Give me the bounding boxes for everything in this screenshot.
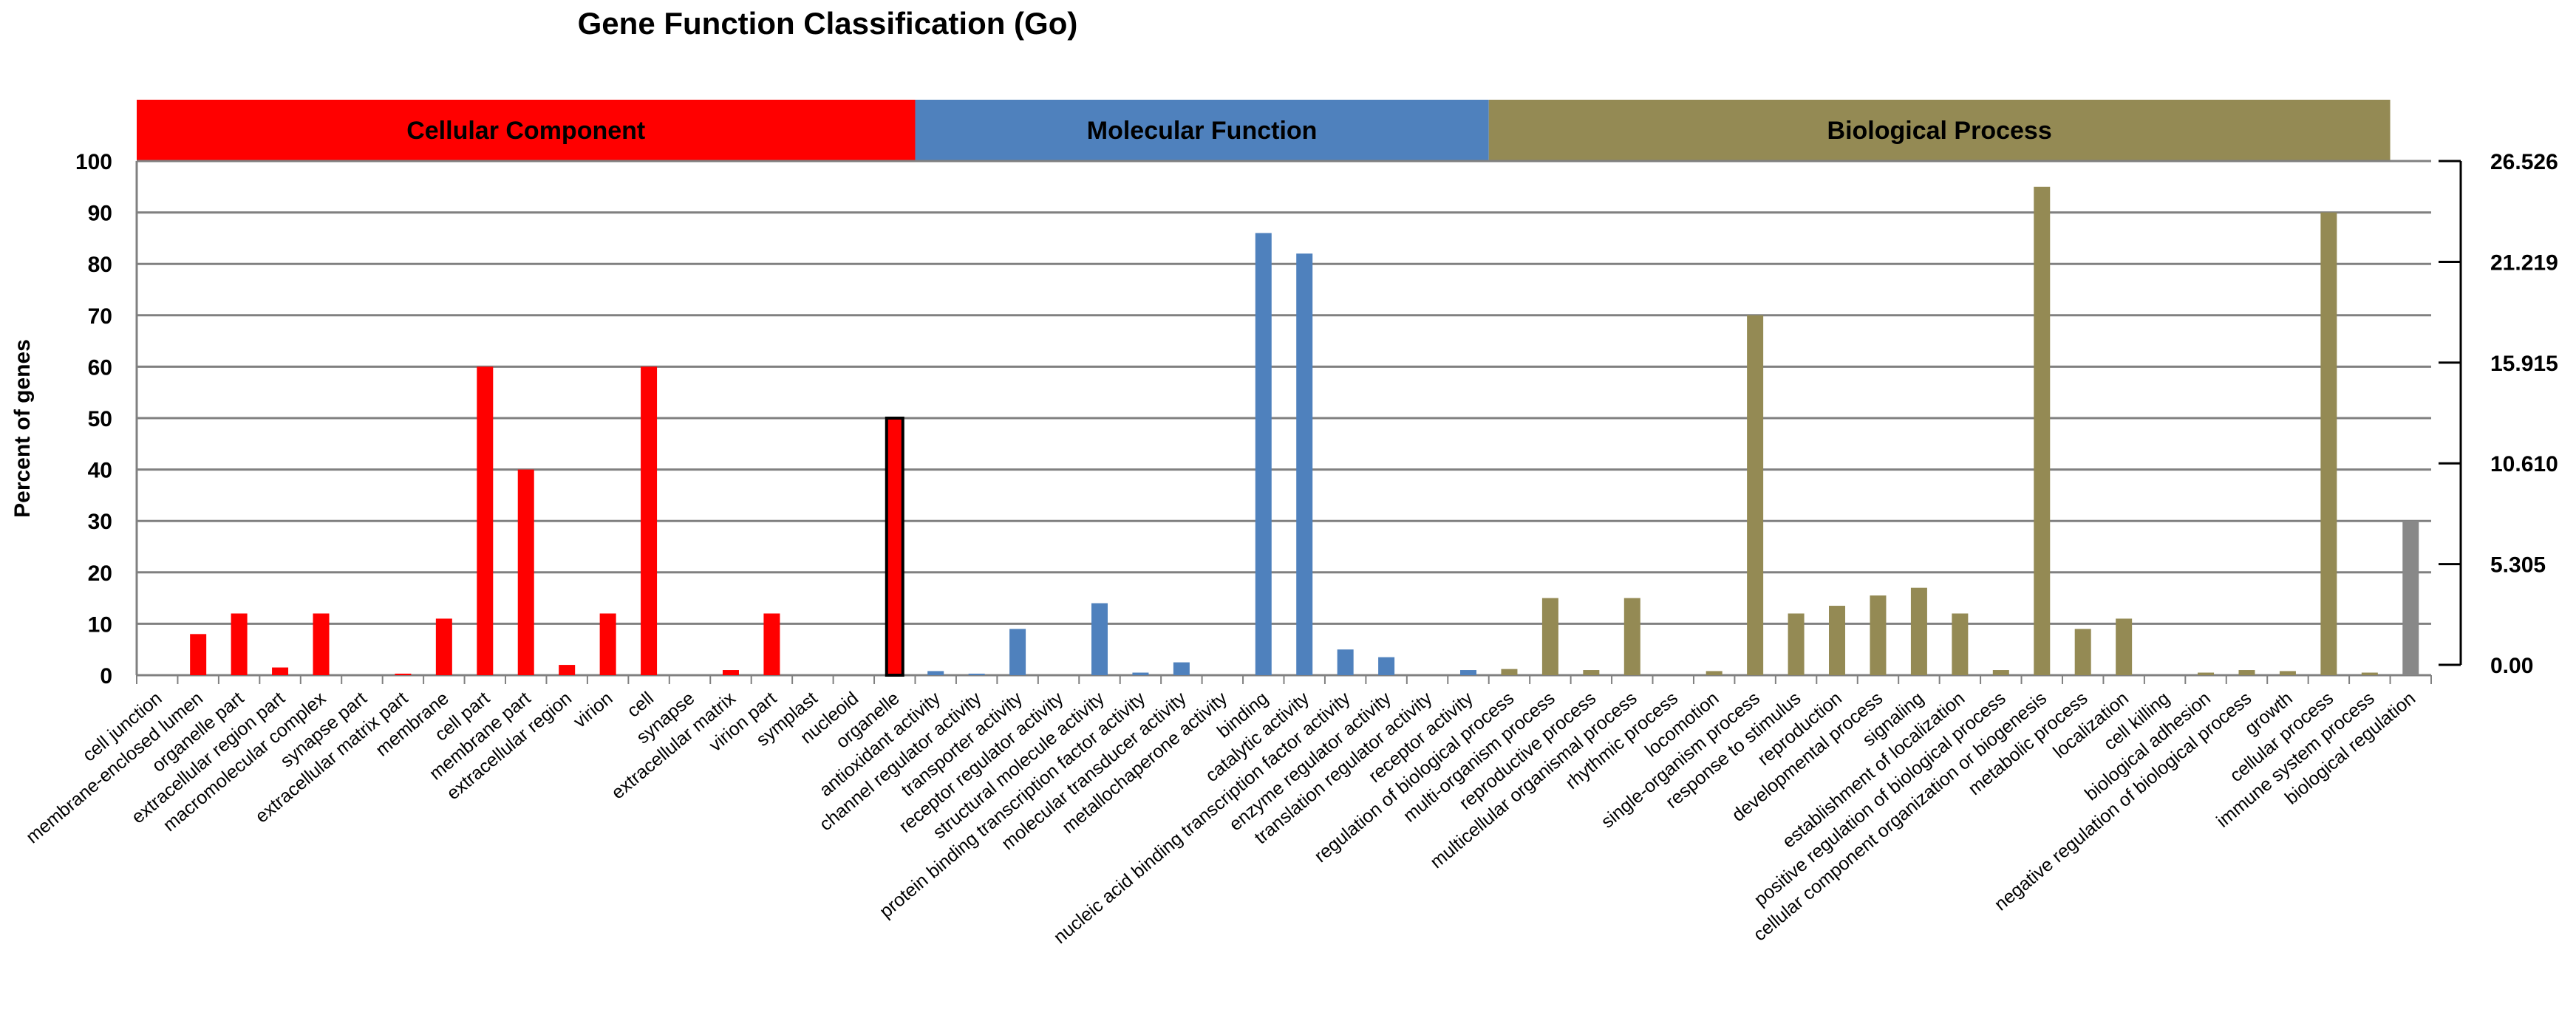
- bar-32: [1460, 670, 1477, 675]
- y-tick-label-0: 0: [100, 664, 112, 688]
- bar-53: [2320, 212, 2337, 676]
- y-axis-title: Percent of genes: [10, 339, 35, 518]
- bar-12: [641, 366, 658, 675]
- bar-4: [313, 613, 330, 675]
- bar-40: [1788, 613, 1805, 675]
- bar-34: [1541, 598, 1558, 675]
- bar-28: [1296, 253, 1313, 675]
- group-band-2: [1488, 100, 2391, 161]
- bar-38: [1706, 671, 1723, 675]
- bar-45: [1992, 670, 2009, 675]
- bar-3: [272, 667, 289, 675]
- bar-30: [1378, 657, 1395, 675]
- group-band-label-0: Cellular Component: [406, 117, 645, 145]
- right-tick-label-1: 5.305: [2490, 553, 2546, 578]
- bar-11: [599, 613, 616, 675]
- right-tick-label-0: 0.00: [2490, 654, 2533, 678]
- right-tick-label-5: 26.526: [2490, 150, 2558, 174]
- bar-series: [190, 186, 2419, 677]
- y-tick-label-3: 30: [88, 510, 112, 534]
- bar-19: [927, 671, 944, 675]
- group-band-1: [915, 100, 1489, 161]
- y-tick-label-10: 100: [75, 150, 112, 174]
- bar-14: [722, 670, 739, 675]
- bar-36: [1623, 598, 1640, 675]
- bar-7: [435, 618, 452, 675]
- bar-15: [763, 613, 780, 675]
- right-y-axis: 0.00 5.305 10.610 15.915 21.219 26.526: [2439, 150, 2558, 678]
- bar-35: [1583, 670, 1600, 675]
- bar-55: [2402, 521, 2419, 675]
- bar-1: [190, 634, 207, 675]
- bar-18: [885, 417, 904, 677]
- bar-23: [1091, 603, 1108, 675]
- bar-47: [2074, 629, 2091, 675]
- bar-43: [1910, 587, 1927, 675]
- group-band-label-2: Biological Process: [1827, 117, 2052, 145]
- bar-8: [477, 366, 494, 675]
- bar-46: [2034, 186, 2051, 676]
- y-tick-label-9: 90: [88, 202, 112, 226]
- y-tick-label-5: 50: [88, 407, 112, 431]
- right-tick-label-4: 21.219: [2490, 250, 2558, 275]
- bar-54: [2361, 672, 2378, 675]
- y-tick-label-7: 70: [88, 304, 112, 329]
- bar-10: [559, 665, 576, 675]
- bar-25: [1173, 662, 1190, 675]
- bar-50: [2198, 672, 2215, 675]
- bar-41: [1829, 606, 1846, 675]
- bar-42: [1870, 595, 1887, 675]
- y-tick-label-6: 60: [88, 355, 112, 380]
- bar-29: [1337, 649, 1354, 675]
- right-tick-label-2: 10.610: [2490, 452, 2558, 476]
- bar-44: [1952, 613, 1969, 675]
- bar-48: [2116, 618, 2133, 675]
- y-tick-label-8: 80: [88, 253, 112, 277]
- bar-2: [231, 613, 248, 675]
- bar-51: [2238, 670, 2255, 675]
- group-band-label-1: Molecular Function: [1087, 117, 1318, 145]
- bar-33: [1501, 669, 1518, 675]
- bar-6: [395, 673, 412, 675]
- right-tick-label-3: 15.915: [2490, 352, 2558, 376]
- bar-20: [968, 673, 985, 675]
- category-group-bands: Cellular Component Molecular Function Biol…: [137, 100, 2391, 161]
- chart-title: Gene Function Classification (Go): [578, 6, 1078, 41]
- bar-24: [1132, 672, 1149, 675]
- group-band-0: [137, 100, 916, 161]
- bar-27: [1255, 233, 1272, 675]
- bar-21: [1009, 629, 1026, 675]
- y-tick-label-1: 10: [88, 612, 112, 637]
- x-category-label-11: virion: [570, 688, 617, 732]
- y-tick-label-2: 20: [88, 561, 112, 586]
- y-tick-label-4: 40: [88, 459, 112, 483]
- bar-39: [1747, 315, 1764, 675]
- bar-52: [2279, 671, 2296, 675]
- bar-9: [517, 469, 534, 675]
